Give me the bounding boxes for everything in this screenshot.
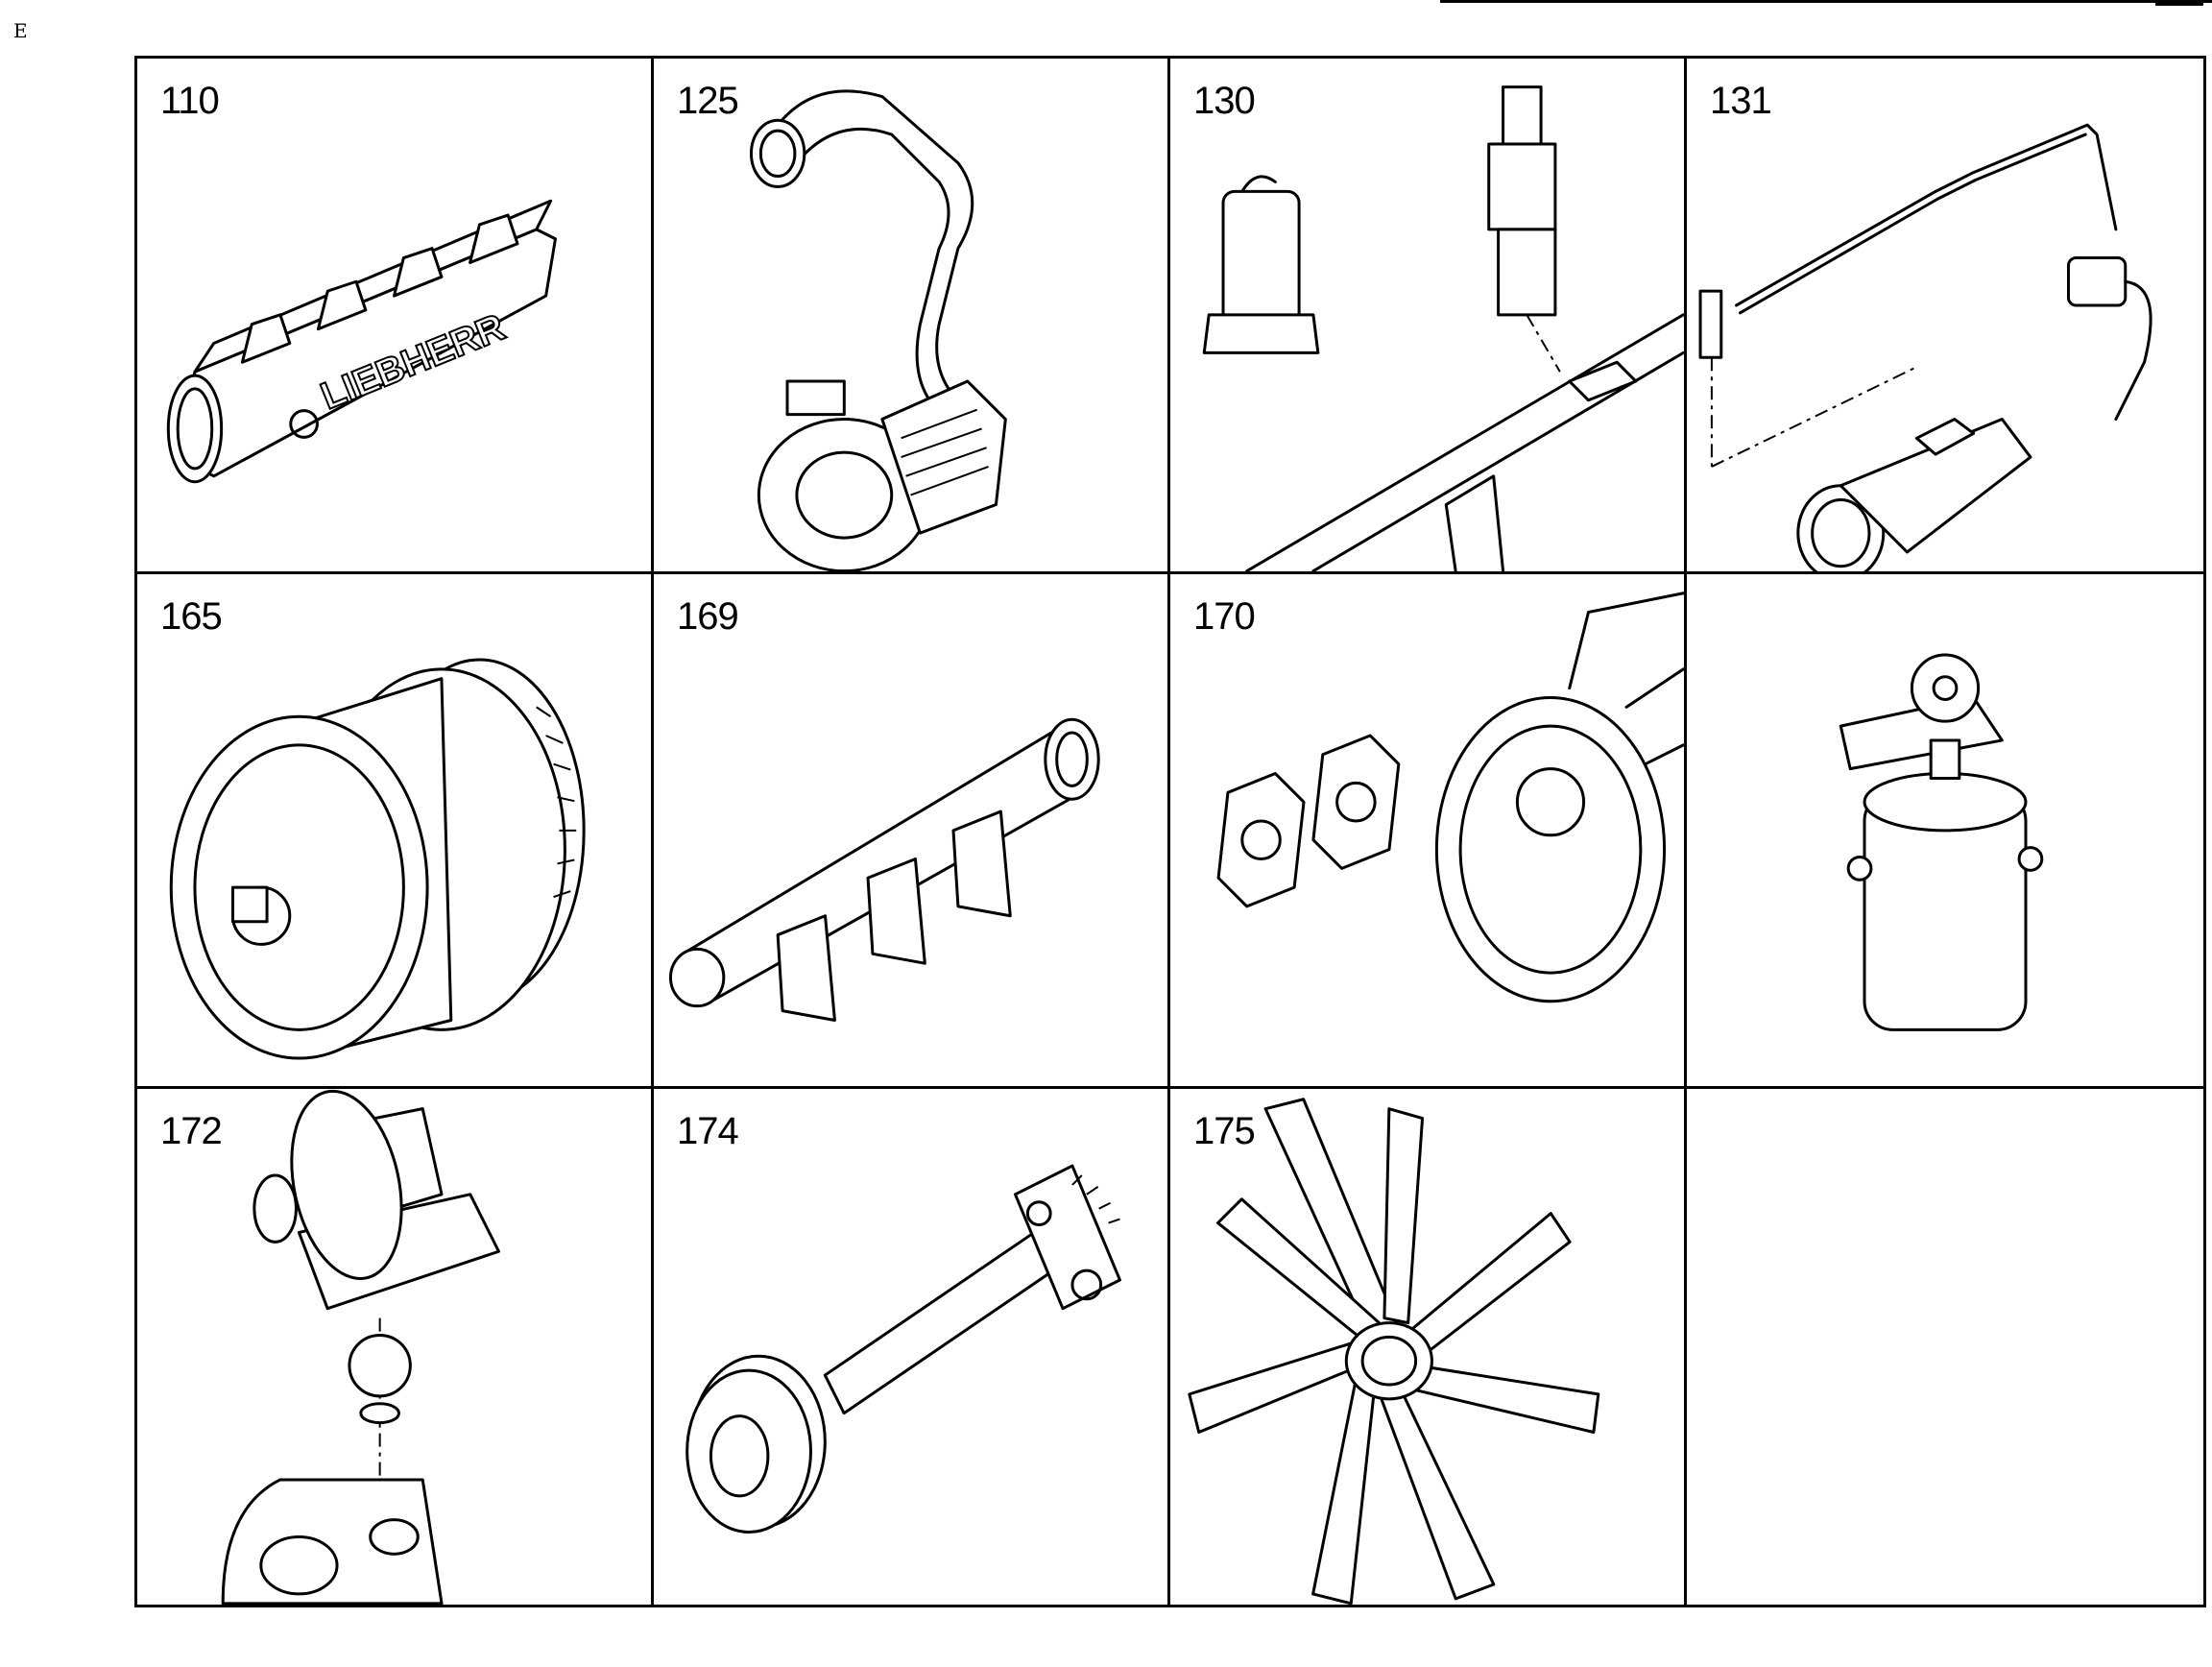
drive-shaft-icon [654, 1089, 1167, 1605]
grid-cell-125[interactable]: 125 [654, 59, 1170, 574]
part-number: 131 [1710, 80, 1772, 122]
grid-cell-130[interactable]: 130 [1170, 59, 1687, 574]
grid-cell-175[interactable]: 175 [1170, 1089, 1687, 1605]
top-border-line [1440, 0, 2212, 3]
part-number: 169 [677, 594, 739, 638]
grid-cell-174[interactable]: 174 [654, 1089, 1170, 1605]
grid-cell-172[interactable]: 172 [137, 1089, 654, 1605]
turbocharger-icon [654, 59, 1167, 571]
exhaust-manifold-icon [654, 574, 1167, 1087]
fan-icon [1170, 1089, 1684, 1605]
vibration-damper-icon [137, 574, 651, 1087]
part-number: 172 [160, 1110, 223, 1153]
flame-starter-icon [1687, 59, 2203, 571]
parts-grid: 110 LIEBHERR 125 130 [134, 56, 2206, 1607]
part-number: 174 [677, 1110, 739, 1153]
grid-cell-110[interactable]: 110 LIEBHERR [137, 59, 654, 574]
part-number: 125 [677, 80, 739, 122]
grid-cell-165[interactable]: 165 [137, 573, 654, 1090]
intake-manifold-icon: LIEBHERR [137, 59, 651, 571]
glow-plug-icon [1170, 59, 1684, 571]
grid-cell-169[interactable]: 169 [654, 573, 1170, 1090]
oil-filter-icon [1687, 574, 2203, 1087]
flywheel-housing-icon [1170, 574, 1684, 1087]
grid-cell-170[interactable]: 170 [1170, 573, 1687, 1090]
grid-cell-oil-filter[interactable] [1687, 574, 2203, 1090]
corner-mark: E [13, 19, 28, 42]
part-number: 130 [1193, 80, 1256, 122]
thermostat-housing-icon [137, 1089, 651, 1605]
grid-cell-131[interactable]: 131 [1687, 59, 2203, 574]
top-corner-mark [2155, 0, 2203, 6]
part-number: 110 [160, 80, 220, 122]
part-number: 165 [160, 594, 223, 638]
part-number: 175 [1193, 1110, 1256, 1153]
part-number: 170 [1193, 594, 1256, 638]
grid-cell-empty [1687, 1089, 2203, 1605]
